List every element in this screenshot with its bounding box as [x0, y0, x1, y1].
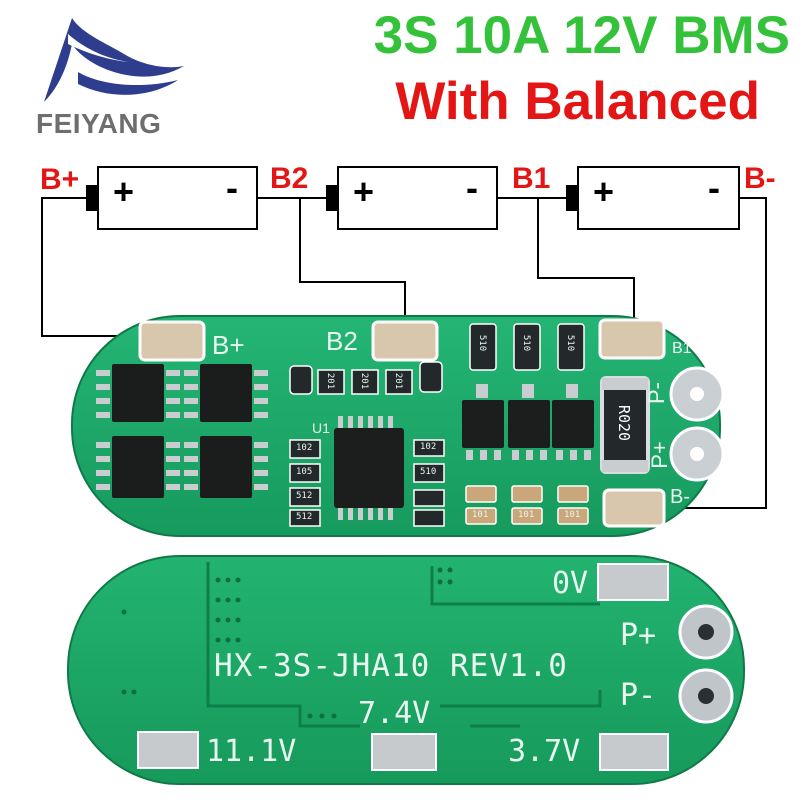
battery-cell-1: + -	[97, 166, 258, 230]
wire-b1	[537, 198, 635, 338]
feiyang-logo-mark	[44, 18, 184, 102]
cell2-plus: +	[353, 171, 375, 212]
pad-11v	[137, 731, 199, 769]
pcb-label-u1: U1	[312, 420, 330, 436]
brand-name: FEIYANG	[36, 108, 162, 139]
product-subtitle: With Balanced	[395, 72, 760, 131]
pad-37v	[599, 733, 669, 771]
pcb-top-side	[71, 315, 725, 537]
resistor-label: 512	[296, 512, 313, 522]
cell3-minus: -	[708, 167, 720, 208]
resistor-label: 512	[296, 491, 313, 501]
pcb-label-b1: B1	[672, 340, 692, 357]
cell1-terminal	[86, 185, 99, 211]
capacitor-label: 101	[518, 510, 535, 520]
cell2-terminal	[326, 185, 339, 211]
pcb-label-37v: 3.7V	[508, 734, 581, 769]
pcb-label-bottom-pminus: P-	[620, 678, 657, 713]
resistor-label: 510	[420, 467, 437, 477]
label-b2: B2	[270, 162, 309, 195]
pad-bminus	[602, 488, 666, 528]
cell2-minus: -	[466, 167, 478, 208]
cell1-minus: -	[226, 167, 238, 208]
resistor-label: 105	[296, 467, 313, 477]
pcb-label-0v: 0V	[552, 566, 589, 601]
wire-bplus	[41, 197, 162, 337]
label-bminus: B-	[744, 162, 776, 195]
resistor-label: 102	[420, 442, 437, 452]
pcb-model-label: HX-3S-JHA10 REV1.0	[214, 648, 568, 684]
label-bplus: B+	[40, 163, 80, 196]
capacitor-label: 101	[472, 510, 489, 520]
pad-b2	[371, 320, 439, 362]
pad-0v	[597, 563, 669, 601]
battery-cell-2: + -	[337, 166, 498, 230]
pcb-label-111v: 11.1V	[206, 734, 297, 769]
product-title: 3S 10A 12V BMS	[373, 6, 790, 65]
pcb-label-bminus: B-	[670, 486, 690, 508]
label-b1: B1	[512, 162, 551, 195]
cell3-terminal	[566, 185, 579, 211]
ic-u1	[334, 428, 404, 508]
capacitor-label: 101	[564, 510, 581, 520]
pcb-label-b2: B2	[326, 326, 358, 356]
pcb-label-bottom-pplus: P+	[620, 618, 657, 653]
pad-b1	[598, 318, 666, 360]
cell3-plus: +	[593, 171, 615, 212]
cell1-plus: +	[113, 171, 135, 212]
pcb-label-bplus: B+	[212, 330, 245, 360]
wire-b2	[299, 198, 406, 340]
wire-bminus	[640, 197, 767, 509]
pcb-label-74v: 7.4V	[358, 696, 431, 731]
pad-74v	[371, 733, 437, 771]
resistor-label: 102	[296, 443, 313, 453]
pad-bplus	[138, 320, 206, 362]
battery-cell-3: + -	[577, 166, 740, 230]
